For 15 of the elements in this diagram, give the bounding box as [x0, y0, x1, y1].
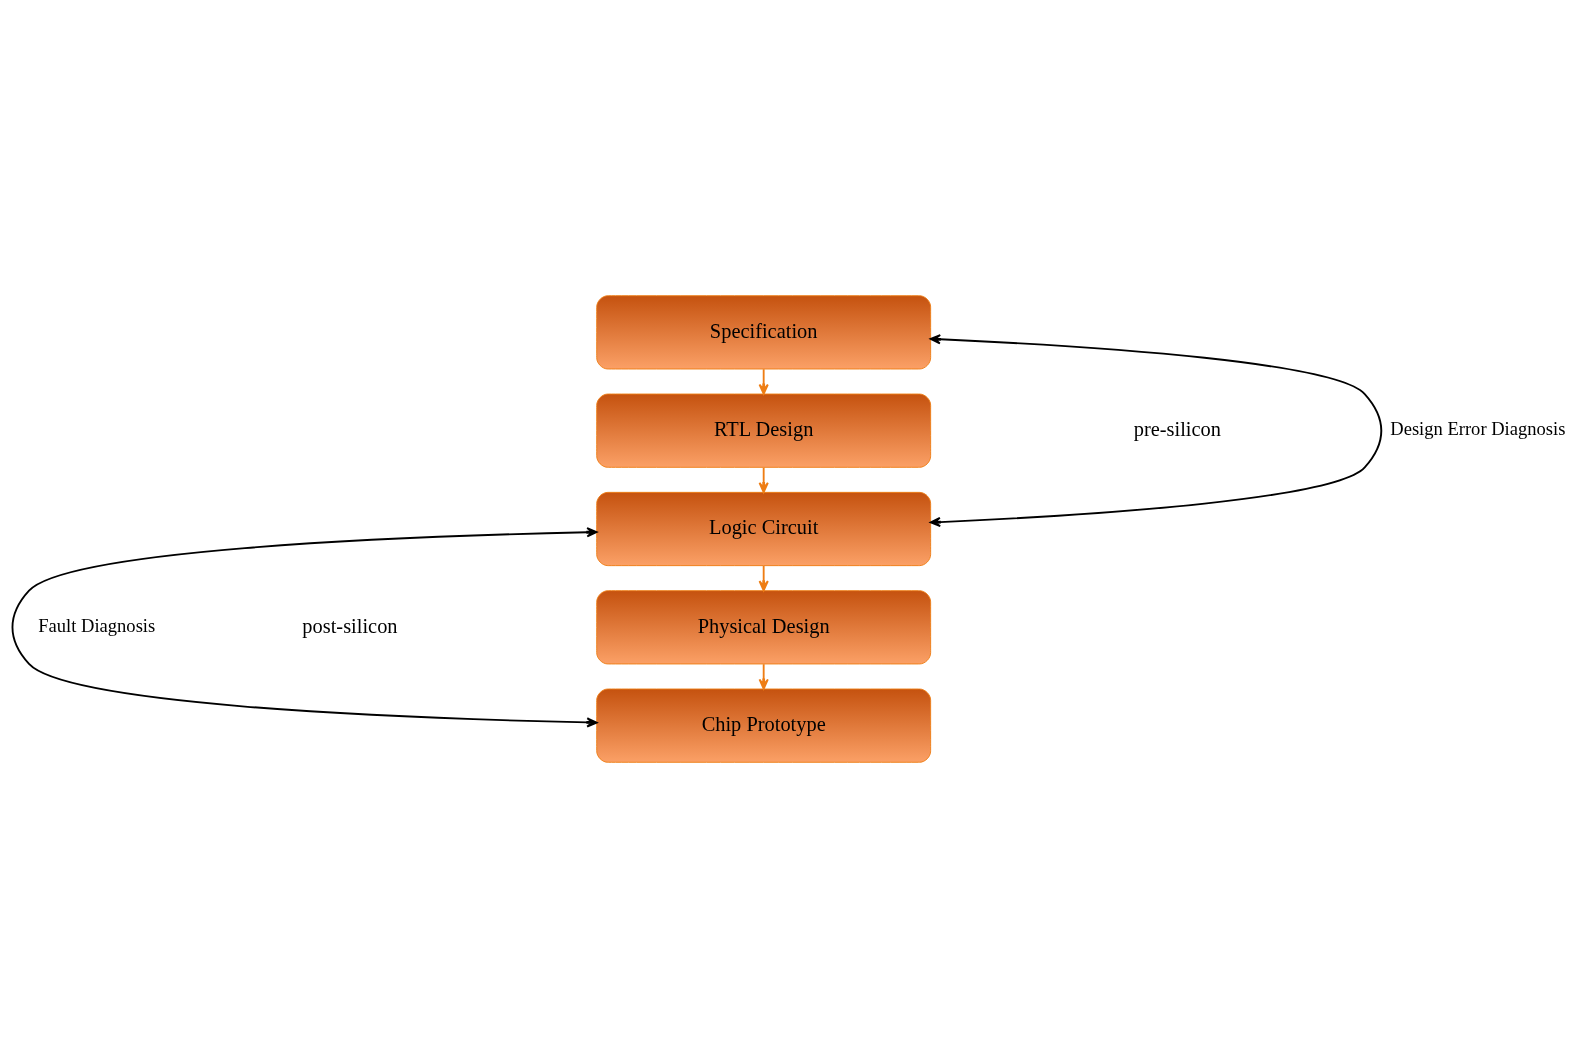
node-box: Chip Prototype: [596, 688, 932, 763]
arrow: [758, 368, 769, 395]
node-box: Specification: [596, 295, 932, 370]
arrow: [758, 564, 769, 592]
edge-label: Fault Diagnosis: [38, 614, 156, 636]
node-box: Logic Circuit: [596, 491, 932, 567]
arrow: [11, 527, 598, 728]
node-box: RTL Design: [596, 393, 932, 468]
arrow: [758, 663, 769, 690]
edge-label: Design Error Diagnosis: [1390, 418, 1566, 440]
arrow: [929, 334, 1383, 528]
label: pre-silicon: [1133, 417, 1221, 440]
arrow: [758, 466, 769, 494]
label: post-silicon: [302, 614, 398, 637]
node-box: Physical Design: [596, 590, 932, 665]
